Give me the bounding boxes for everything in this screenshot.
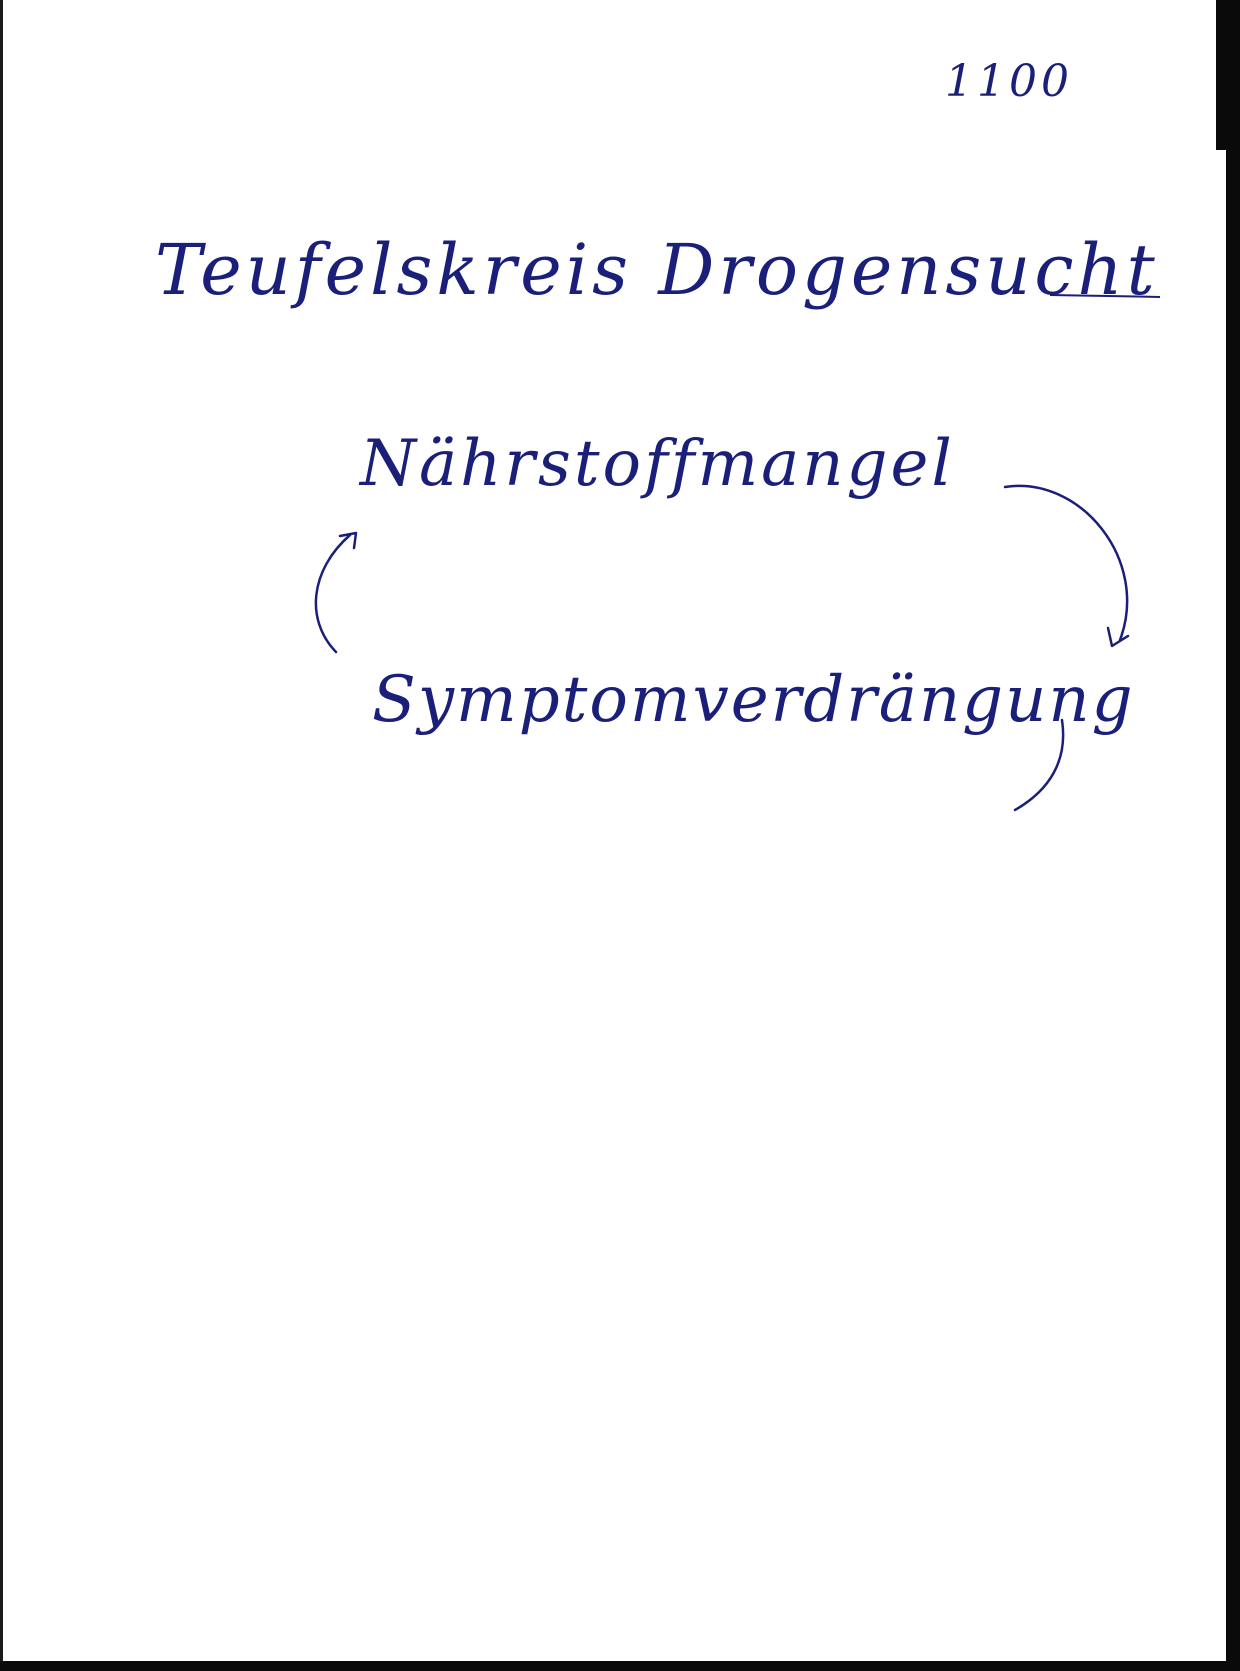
cycle-arrow-left: [314, 533, 352, 654]
cycle-node-bottom: Symptomverdrängung: [372, 663, 1135, 737]
page-title: Teufelskreis Drogensucht: [155, 229, 1159, 311]
scan-border-left: [0, 0, 3, 1671]
scan-border-right: [1226, 0, 1240, 1671]
cycle-node-top: Nährstoffmangel: [360, 427, 955, 501]
bottom-word-swash: [1013, 718, 1065, 812]
cycle-arrow-left-head: [338, 531, 358, 550]
page-number: 1100: [945, 56, 1073, 107]
cycle-arrow-right: [1003, 484, 1129, 642]
cycle-arrow-right-head: [1106, 626, 1130, 648]
scan-border-bottom: [0, 1661, 1240, 1671]
scan-border-right-top: [1216, 0, 1226, 150]
